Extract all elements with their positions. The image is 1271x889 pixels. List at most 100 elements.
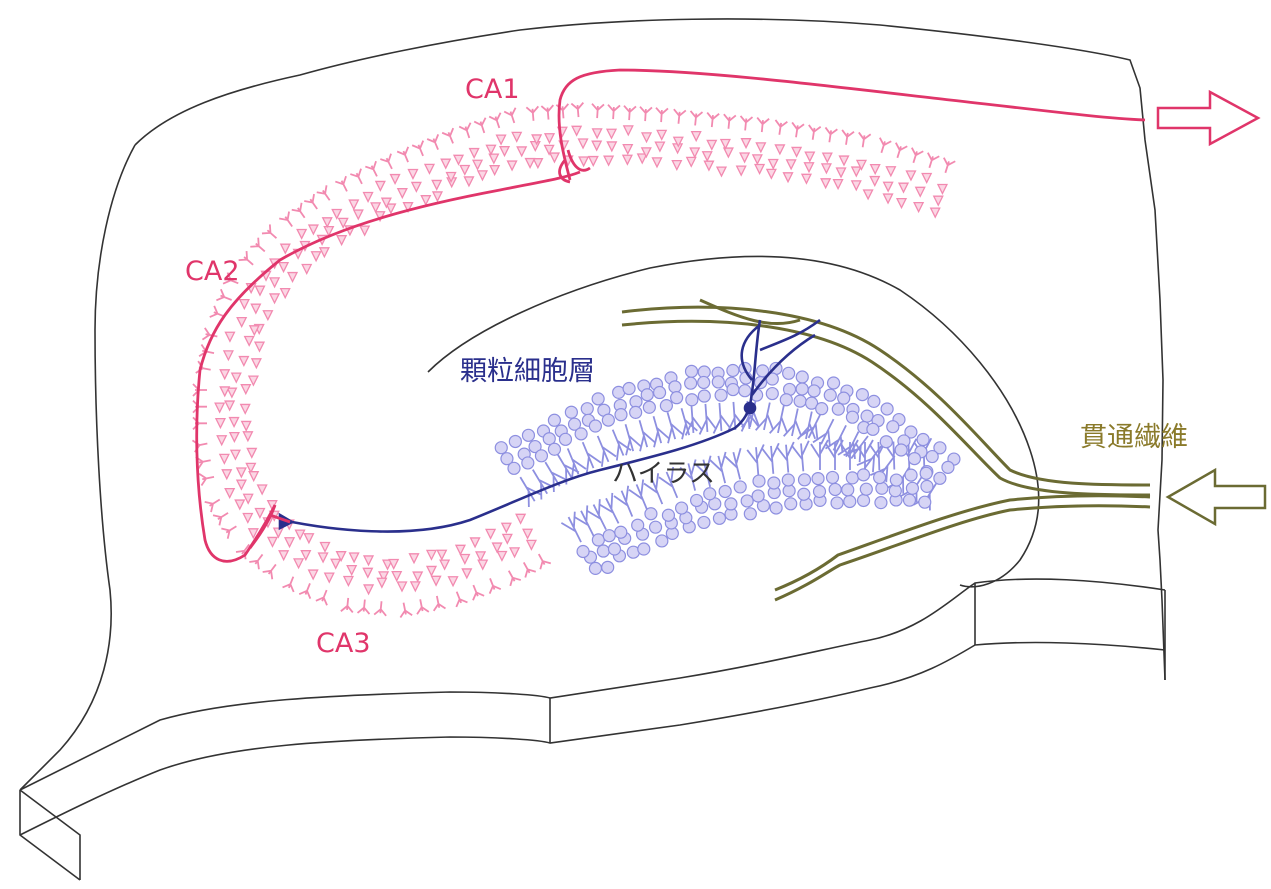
granule-cell: [623, 383, 635, 395]
pyramidal-cell: [526, 159, 535, 168]
pyramidal-cell: [432, 180, 441, 189]
granule-cell: [908, 453, 920, 465]
pyramidal-cell: [624, 126, 633, 135]
pyramidal-dendrite: [509, 571, 521, 586]
granule-dendrite: [725, 448, 741, 479]
granule-cell: [656, 535, 668, 547]
pyramidal-cell: [432, 576, 441, 585]
pyramidal-cell: [931, 208, 940, 217]
pyramidal-cell: [805, 163, 814, 172]
pyramidal-cell: [274, 528, 283, 537]
pyramidal-cell: [533, 159, 542, 168]
pyramidal-cell: [302, 265, 311, 274]
pyramidal-dendrite: [434, 596, 446, 611]
pyramidal-cell: [502, 523, 511, 532]
pyramidal-dendrite: [427, 134, 438, 149]
pyramidal-dendrite: [880, 138, 891, 153]
pyramidal-dendrite: [374, 601, 386, 616]
granule-cell: [858, 469, 870, 481]
pyramidal-dendrite: [456, 592, 467, 607]
pyramidal-dendrite: [571, 103, 583, 117]
granule-cell: [876, 482, 888, 494]
pyramidal-cell: [249, 376, 258, 385]
granule-cell: [592, 393, 604, 405]
pyramidal-cell: [239, 357, 248, 366]
pyramidal-cell: [703, 152, 712, 161]
perforant-fiber-branch: [700, 300, 800, 324]
granule-cell: [698, 376, 710, 388]
granule-cell: [838, 392, 850, 404]
output-arrow-right: [1158, 92, 1258, 144]
pyramidal-cell: [607, 129, 616, 138]
granule-cell: [856, 389, 868, 401]
slab-front-bottom: [20, 643, 1165, 835]
pyramidal-cell: [279, 263, 288, 272]
pyramidal-cell: [604, 156, 613, 165]
slab-left-outline: [20, 145, 135, 790]
pyramidal-dendrite: [592, 104, 604, 118]
pyramidal-cell: [456, 545, 465, 554]
pyramidal-dendrite: [221, 526, 236, 539]
pyramidal-cell: [427, 566, 436, 575]
granule-cell: [581, 403, 593, 415]
pyramidal-cell: [241, 404, 250, 413]
granule-cell: [495, 442, 507, 454]
granule-cell: [867, 423, 879, 435]
pyramidal-cell: [460, 165, 469, 174]
granule-dendrite: [533, 470, 554, 500]
granule-cell: [632, 519, 644, 531]
pyramidal-cell: [216, 419, 225, 428]
pyramidal-dendrite: [397, 147, 408, 162]
granule-cell: [559, 433, 571, 445]
pyramidal-cell: [740, 153, 749, 162]
pyramidal-cell: [321, 542, 330, 551]
pyramidal-cell: [449, 577, 458, 586]
pyramidal-dendrite: [304, 194, 317, 209]
pyramidal-cell: [354, 210, 363, 219]
granule-cell: [654, 387, 666, 399]
granule-cell: [698, 390, 710, 402]
slab-edge-left2: [20, 790, 80, 880]
pyramidal-cell: [427, 550, 436, 559]
pyramidal-cell: [897, 199, 906, 208]
pyramidal-cell: [230, 418, 239, 427]
granule-cell: [727, 384, 739, 396]
pyramidal-dendrite: [724, 114, 736, 129]
pyramidal-cell: [497, 551, 506, 560]
pyramidal-cell: [839, 156, 848, 165]
granule-dendrite: [798, 412, 815, 440]
pyramidal-cell: [350, 553, 359, 562]
pyramidal-cell: [255, 342, 264, 351]
pyramidal-cell: [360, 226, 369, 235]
granule-dendrite: [667, 412, 683, 443]
pyramidal-cell: [464, 177, 473, 186]
label-hilus: ハイラス: [612, 459, 715, 489]
pyramidal-cell: [255, 286, 264, 295]
pyramidal-cell: [512, 132, 521, 141]
granule-cell: [875, 497, 887, 509]
pyramidal-cell: [545, 134, 554, 143]
granule-dendrite: [625, 424, 641, 455]
pyramidal-cell: [312, 252, 321, 261]
granule-cell: [565, 406, 577, 418]
input-arrow-left: [1168, 470, 1265, 524]
granule-cell: [780, 394, 792, 406]
pyramidal-cell: [707, 140, 716, 149]
pyramidal-cell: [309, 225, 318, 234]
pyramidal-dendrite: [624, 106, 636, 120]
pyramidal-cell: [285, 538, 294, 547]
granule-cell: [713, 512, 725, 524]
pyramidal-cell: [240, 300, 249, 309]
pyramidal-cell: [623, 155, 632, 164]
granule-cell: [824, 389, 836, 401]
pyramidal-cell: [864, 190, 873, 199]
pyramidal-cell: [579, 139, 588, 148]
granule-cell: [602, 561, 614, 573]
pyramidal-cell: [657, 130, 666, 139]
granule-cell: [577, 545, 589, 557]
pyramidal-cell: [934, 196, 943, 205]
pyramidal-cell: [249, 472, 258, 481]
pyramidal-cell: [235, 500, 244, 509]
pyramidal-cell: [579, 157, 588, 166]
